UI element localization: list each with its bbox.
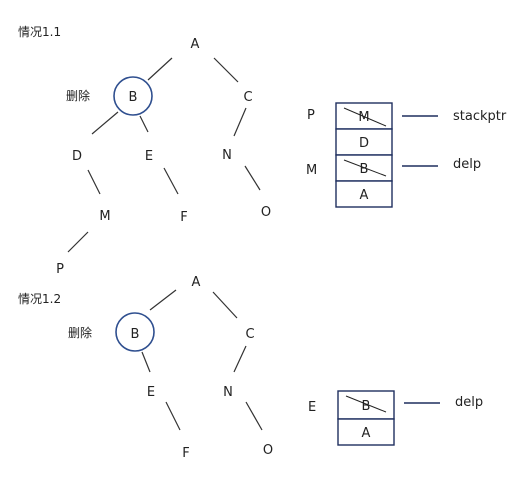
case-1-2-edges (141, 289, 263, 431)
pointer-label: delp (453, 157, 481, 172)
stack-side-label: E (308, 400, 316, 415)
strike-mark (343, 159, 387, 177)
edge-e-f (165, 401, 181, 431)
stack-cell (335, 180, 393, 208)
case-1-2-stack: B A (337, 390, 395, 446)
case-1-1-edges (67, 57, 261, 253)
tree-node: C (245, 327, 254, 342)
edge-a-c (212, 291, 238, 319)
stack-cell (337, 390, 395, 420)
edge-d-m (87, 169, 101, 195)
stack-value: B (362, 399, 371, 414)
tree-node: C (243, 90, 252, 105)
case-1-2-nodes: A B C E N F O (131, 275, 274, 461)
case-1-1-stack: M D B A (335, 102, 393, 208)
edge-b-e (141, 351, 151, 373)
pointer-label: stackptr (453, 109, 507, 124)
stack-value: M (358, 110, 369, 125)
edge-m-p (67, 231, 89, 253)
tree-node: P (56, 262, 64, 277)
tree-node: A (191, 37, 200, 52)
tree-node: E (147, 385, 155, 400)
case-1-2-delete-label: 删除 (68, 325, 92, 340)
edge-b-d (91, 111, 119, 135)
edge-n-o (245, 401, 263, 431)
strike-mark (345, 395, 387, 413)
tree-node: O (263, 443, 273, 458)
tree-node-deleted: B (129, 90, 138, 105)
pointer-label: delp (455, 395, 483, 410)
stack-cell (337, 418, 395, 446)
edge-e-f (163, 167, 179, 195)
stack-value: D (359, 136, 369, 151)
tree-node-deleted: B (131, 327, 140, 342)
edge-a-b (149, 289, 177, 311)
edge-n-o (244, 165, 261, 191)
tree-node: E (145, 149, 153, 164)
stack-value: B (360, 162, 369, 177)
stack-side-label: P (307, 108, 315, 123)
stack-value: A (360, 188, 369, 203)
strike-mark (343, 107, 387, 127)
stack-cell (335, 128, 393, 156)
edge-c-n (233, 345, 247, 373)
stack-side-label: M (306, 163, 317, 178)
edge-a-c (213, 57, 239, 83)
tree-node: N (222, 148, 232, 163)
tree-node: A (192, 275, 201, 290)
tree-node: O (261, 205, 271, 220)
edge-c-n (233, 107, 247, 137)
stack-value: A (362, 426, 371, 441)
tree-node: F (180, 210, 187, 225)
case-1-1: 情况1.1 删除 A B C D E N M F O P (18, 25, 507, 277)
case-1-1-title: 情况1.1 (18, 25, 61, 39)
tree-node: D (72, 149, 82, 164)
tree-node: N (223, 385, 233, 400)
case-1-1-delete-label: 删除 (66, 88, 90, 103)
tree-node: F (182, 446, 189, 461)
case-1-2-title: 情况1.2 (18, 292, 61, 306)
edge-b-e (139, 115, 149, 133)
tree-node: M (99, 209, 110, 224)
edge-a-b (147, 57, 173, 81)
deleted-node-circle (115, 312, 155, 352)
deleted-node-circle (113, 76, 153, 116)
case-1-1-nodes: A B C D E N M F O P (56, 37, 271, 277)
case-1-2: 情况1.2 删除 A B C E N F O B A (18, 275, 483, 461)
